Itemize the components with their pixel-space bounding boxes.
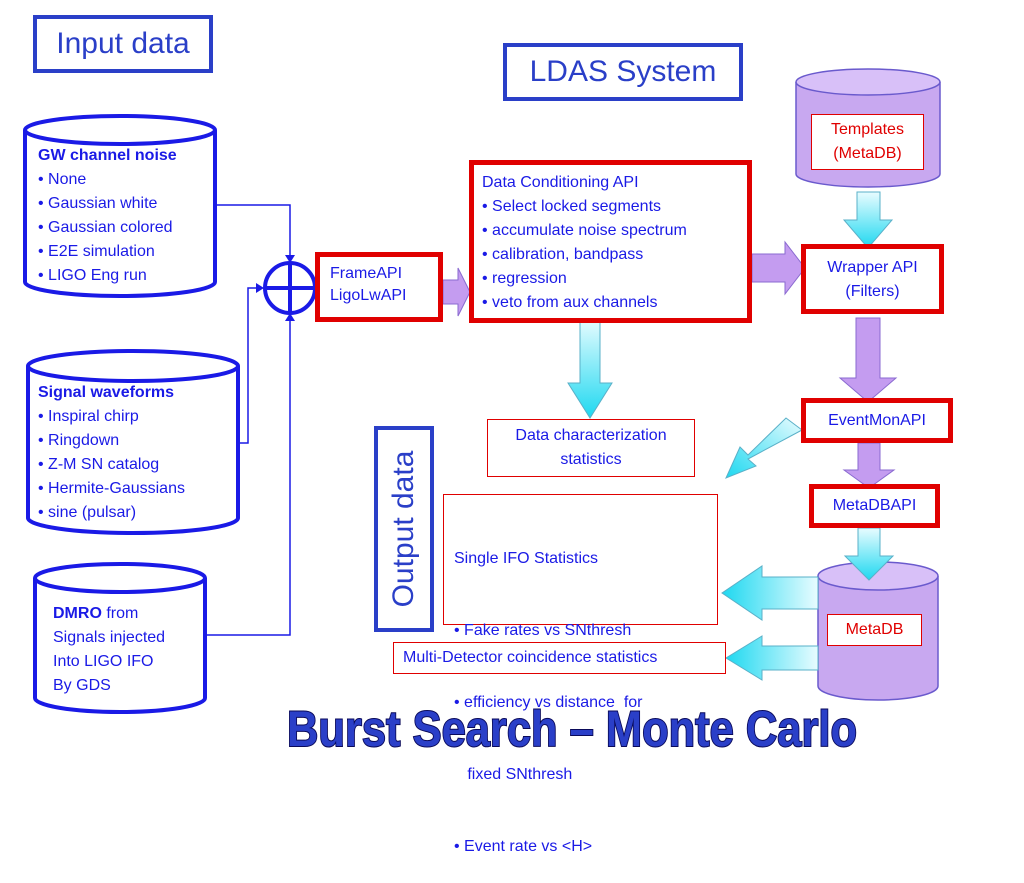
templates-line: (MetaDB): [833, 145, 902, 162]
frame-api-line: LigoLwAPI: [330, 287, 407, 304]
multi-detector-box: Multi-Detector coincidence statistics: [393, 642, 726, 674]
single-ifo-title: Single IFO Statistics: [454, 550, 599, 567]
data-characterization-line: Data characterization: [515, 427, 667, 444]
ldas-system-label: LDAS System: [503, 43, 743, 101]
gw-noise-cylinder: [23, 114, 217, 298]
cyan-arrows: [567, 191, 895, 681]
gw-noise-item: • None: [38, 171, 87, 188]
gw-noise-item: • E2E simulation: [38, 243, 155, 260]
dmro-line: Into LIGO IFO: [53, 653, 154, 670]
single-ifo-item: • efficiency vs distance for: [454, 694, 643, 711]
frame-api-box: FrameAPI LigoLwAPI: [315, 252, 443, 322]
wrapper-api-line: (Filters): [845, 283, 900, 300]
gw-noise-heading: GW channel noise: [38, 147, 177, 164]
templates-line: Templates: [831, 121, 904, 138]
input-connectors: [205, 204, 291, 636]
metadb-api-box: MetaDBAPI: [809, 484, 940, 528]
gw-noise-item: • Gaussian colored: [38, 219, 173, 236]
gw-noise-item: • LIGO Eng run: [38, 267, 147, 284]
dmro-line: Signals injected: [53, 629, 166, 646]
signal-waveforms-item: • Inspiral chirp: [38, 408, 139, 425]
data-conditioning-item: • accumulate noise spectrum: [482, 222, 687, 239]
output-data-text: Output data: [387, 450, 420, 608]
gw-noise-text: GW channel noise • None • Gaussian white…: [38, 144, 177, 288]
signal-waveforms-cylinder: [26, 349, 240, 535]
wrapper-api-line: Wrapper API: [827, 259, 918, 276]
signal-waveforms-item: • sine (pulsar): [38, 504, 137, 521]
data-conditioning-item: • Select locked segments: [482, 198, 662, 215]
signal-waveforms-item: • Hermite-Gaussians: [38, 480, 185, 497]
eventmon-api-box: EventMonAPI: [801, 398, 953, 443]
summing-junction-icon: [263, 261, 317, 315]
gw-noise-item: • Gaussian white: [38, 195, 158, 212]
frame-api-line: FrameAPI: [330, 265, 403, 282]
footer-title: Burst Search – Monte Carlo: [286, 700, 858, 758]
data-conditioning-box: Data Conditioning API • Select locked se…: [469, 160, 752, 323]
dmro-text: DMRO from Signals injected Into LIGO IFO…: [53, 602, 165, 698]
data-conditioning-item: • regression: [482, 270, 567, 287]
data-characterization-line: statistics: [560, 451, 622, 468]
footer-title-text: Burst Search – Monte Carlo: [287, 701, 857, 757]
data-conditioning-item: • calibration, bandpass: [482, 246, 644, 263]
metadb-label: MetaDB: [827, 614, 922, 646]
signal-waveforms-text: Signal waveforms • Inspiral chirp • Ring…: [38, 381, 185, 525]
dmro-heading: DMRO: [53, 605, 102, 622]
wrapper-api-box: Wrapper API (Filters): [801, 244, 944, 314]
input-data-label: Input data: [33, 15, 213, 73]
single-ifo-item: • Fake rates vs SNthresh: [454, 622, 632, 639]
dmro-cylinder: [33, 562, 207, 714]
data-conditioning-item: • veto from aux channels: [482, 294, 658, 311]
dmro-line: By GDS: [53, 677, 111, 694]
templates-label: Templates (MetaDB): [811, 114, 924, 170]
signal-waveforms-item: • Ringdown: [38, 432, 120, 449]
single-ifo-box: Single IFO Statistics • Fake rates vs SN…: [443, 494, 718, 855]
single-ifo-item: fixed SNthresh: [454, 766, 573, 783]
purple-arrows: [442, 240, 898, 489]
dmro-heading-rest: from: [101, 605, 139, 622]
single-ifo-item: • Event rate vs <H>: [454, 838, 593, 855]
signal-waveforms-heading: Signal waveforms: [38, 384, 175, 401]
signal-waveforms-item: • Z-M SN catalog: [38, 456, 160, 473]
output-data-label: Output data: [374, 426, 434, 632]
data-conditioning-title: Data Conditioning API: [482, 174, 639, 191]
data-characterization-box: Data characterization statistics: [487, 419, 695, 477]
